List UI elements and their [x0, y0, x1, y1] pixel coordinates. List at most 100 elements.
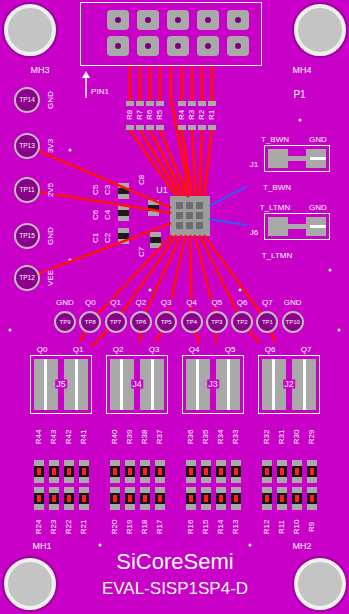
header-traces [130, 66, 212, 196]
part-name: R2 [198, 109, 206, 121]
part-name: R22 [65, 520, 73, 535]
resistor-pad [126, 101, 134, 106]
part-name: C7 [138, 246, 146, 258]
part-name: C5 [92, 184, 100, 196]
test-point: TP14GND [14, 87, 40, 113]
test-point: TP112V5 [14, 177, 40, 203]
trace [130, 130, 176, 196]
signal-name: Q5 [225, 346, 236, 354]
signal-name: T_BWN [261, 136, 289, 144]
hole-label: MH4 [292, 66, 311, 75]
pcb-trace [146, 236, 181, 312]
part-name: R17 [156, 520, 164, 535]
test-point: TP2Q6 [231, 311, 253, 333]
resistor-symbol [155, 460, 165, 483]
mounting-hole: MH3 [4, 4, 56, 56]
part-name: R4 [178, 109, 186, 121]
test-point: TP15GND [14, 223, 40, 249]
vias [9, 119, 341, 547]
header-pad [227, 36, 249, 56]
pcb-trace [210, 187, 246, 206]
ic-pad [176, 212, 183, 219]
header-connector: P1 [80, 2, 262, 66]
part-name: R44 [35, 430, 43, 445]
board-name: EVAL-SISP1SP4-D [102, 580, 248, 597]
ic-chip: U1 [170, 196, 210, 236]
pcb-trace [39, 224, 170, 274]
pcb-trace [205, 236, 261, 313]
signal-name: Q2 [113, 346, 124, 354]
resistor-pad [146, 101, 154, 106]
pin1-arrow-line [85, 76, 87, 98]
net-name: GND [55, 299, 75, 307]
part-name: R5 [156, 109, 164, 121]
net-name: Q7 [261, 299, 274, 307]
part-name: P1 [293, 90, 305, 100]
part-name: R40 [111, 430, 119, 445]
test-point-id: TP1 [262, 319, 273, 325]
sma-connector: T_BWNGNDJ1T_BWN [246, 132, 334, 196]
test-point-id: TP12 [19, 275, 35, 282]
net-name: 3V3 [47, 138, 55, 154]
resistor-pad [198, 125, 206, 130]
sma-footprint [265, 146, 330, 172]
resistor-symbol [49, 487, 59, 510]
part-name: R43 [50, 430, 58, 445]
part-name: R12 [263, 520, 271, 535]
via [9, 329, 12, 332]
part-name: J5 [55, 380, 67, 389]
resistor-pad [198, 101, 206, 106]
pcb-trace [271, 332, 275, 342]
resistor-symbol [216, 460, 226, 483]
via [239, 289, 242, 292]
part-name: R16 [187, 520, 195, 535]
test-point: TP12VEE [14, 265, 40, 291]
part-name: J2 [283, 380, 295, 389]
test-point: TP4Q4 [181, 311, 203, 333]
pcb-trace [214, 333, 217, 342]
hole-label: MH1 [32, 542, 51, 551]
trace [192, 130, 196, 196]
resistor-symbol [201, 487, 211, 510]
pcb-trace [249, 330, 259, 342]
resistor-symbol [64, 460, 74, 483]
ic-pad [186, 202, 193, 209]
trace [204, 130, 212, 196]
via [69, 149, 72, 152]
net-name: Q3 [160, 299, 173, 307]
resistor-pad [136, 125, 144, 130]
pcb-trace [195, 332, 199, 342]
resistor-pad [178, 125, 186, 130]
net-name: GND [47, 226, 55, 246]
ic-body [170, 196, 210, 236]
capacitor-symbol [118, 205, 129, 221]
trace [149, 66, 152, 101]
part-name: R6 [146, 109, 154, 121]
trace [181, 66, 184, 101]
part-name: R32 [263, 430, 271, 445]
header-pad [167, 36, 189, 56]
resistor-pad [208, 101, 216, 106]
test-point-id: TP13 [19, 143, 35, 150]
test-point-id: TP2 [237, 319, 248, 325]
sma-connector: T_LTMNGNDJ6T_LTMN [246, 200, 334, 264]
mounting-hole: MH1 [4, 558, 56, 610]
signal-name: Q7 [301, 346, 312, 354]
via [149, 289, 152, 292]
via [299, 119, 302, 122]
part-name: R1 [208, 109, 216, 121]
pcb-trace [92, 330, 108, 346]
connector-footprint [107, 356, 168, 414]
pcb-trace [171, 66, 188, 196]
test-point: TP9GND [54, 311, 76, 333]
test-point-id: TP9 [59, 319, 70, 325]
part-name: R33 [232, 430, 240, 445]
trace [159, 66, 162, 101]
trace [200, 130, 202, 196]
net-name: Q1 [109, 299, 122, 307]
net-name: 2V5 [47, 182, 55, 198]
ic-pad [186, 222, 193, 229]
test-point: TP10GND [282, 311, 304, 333]
